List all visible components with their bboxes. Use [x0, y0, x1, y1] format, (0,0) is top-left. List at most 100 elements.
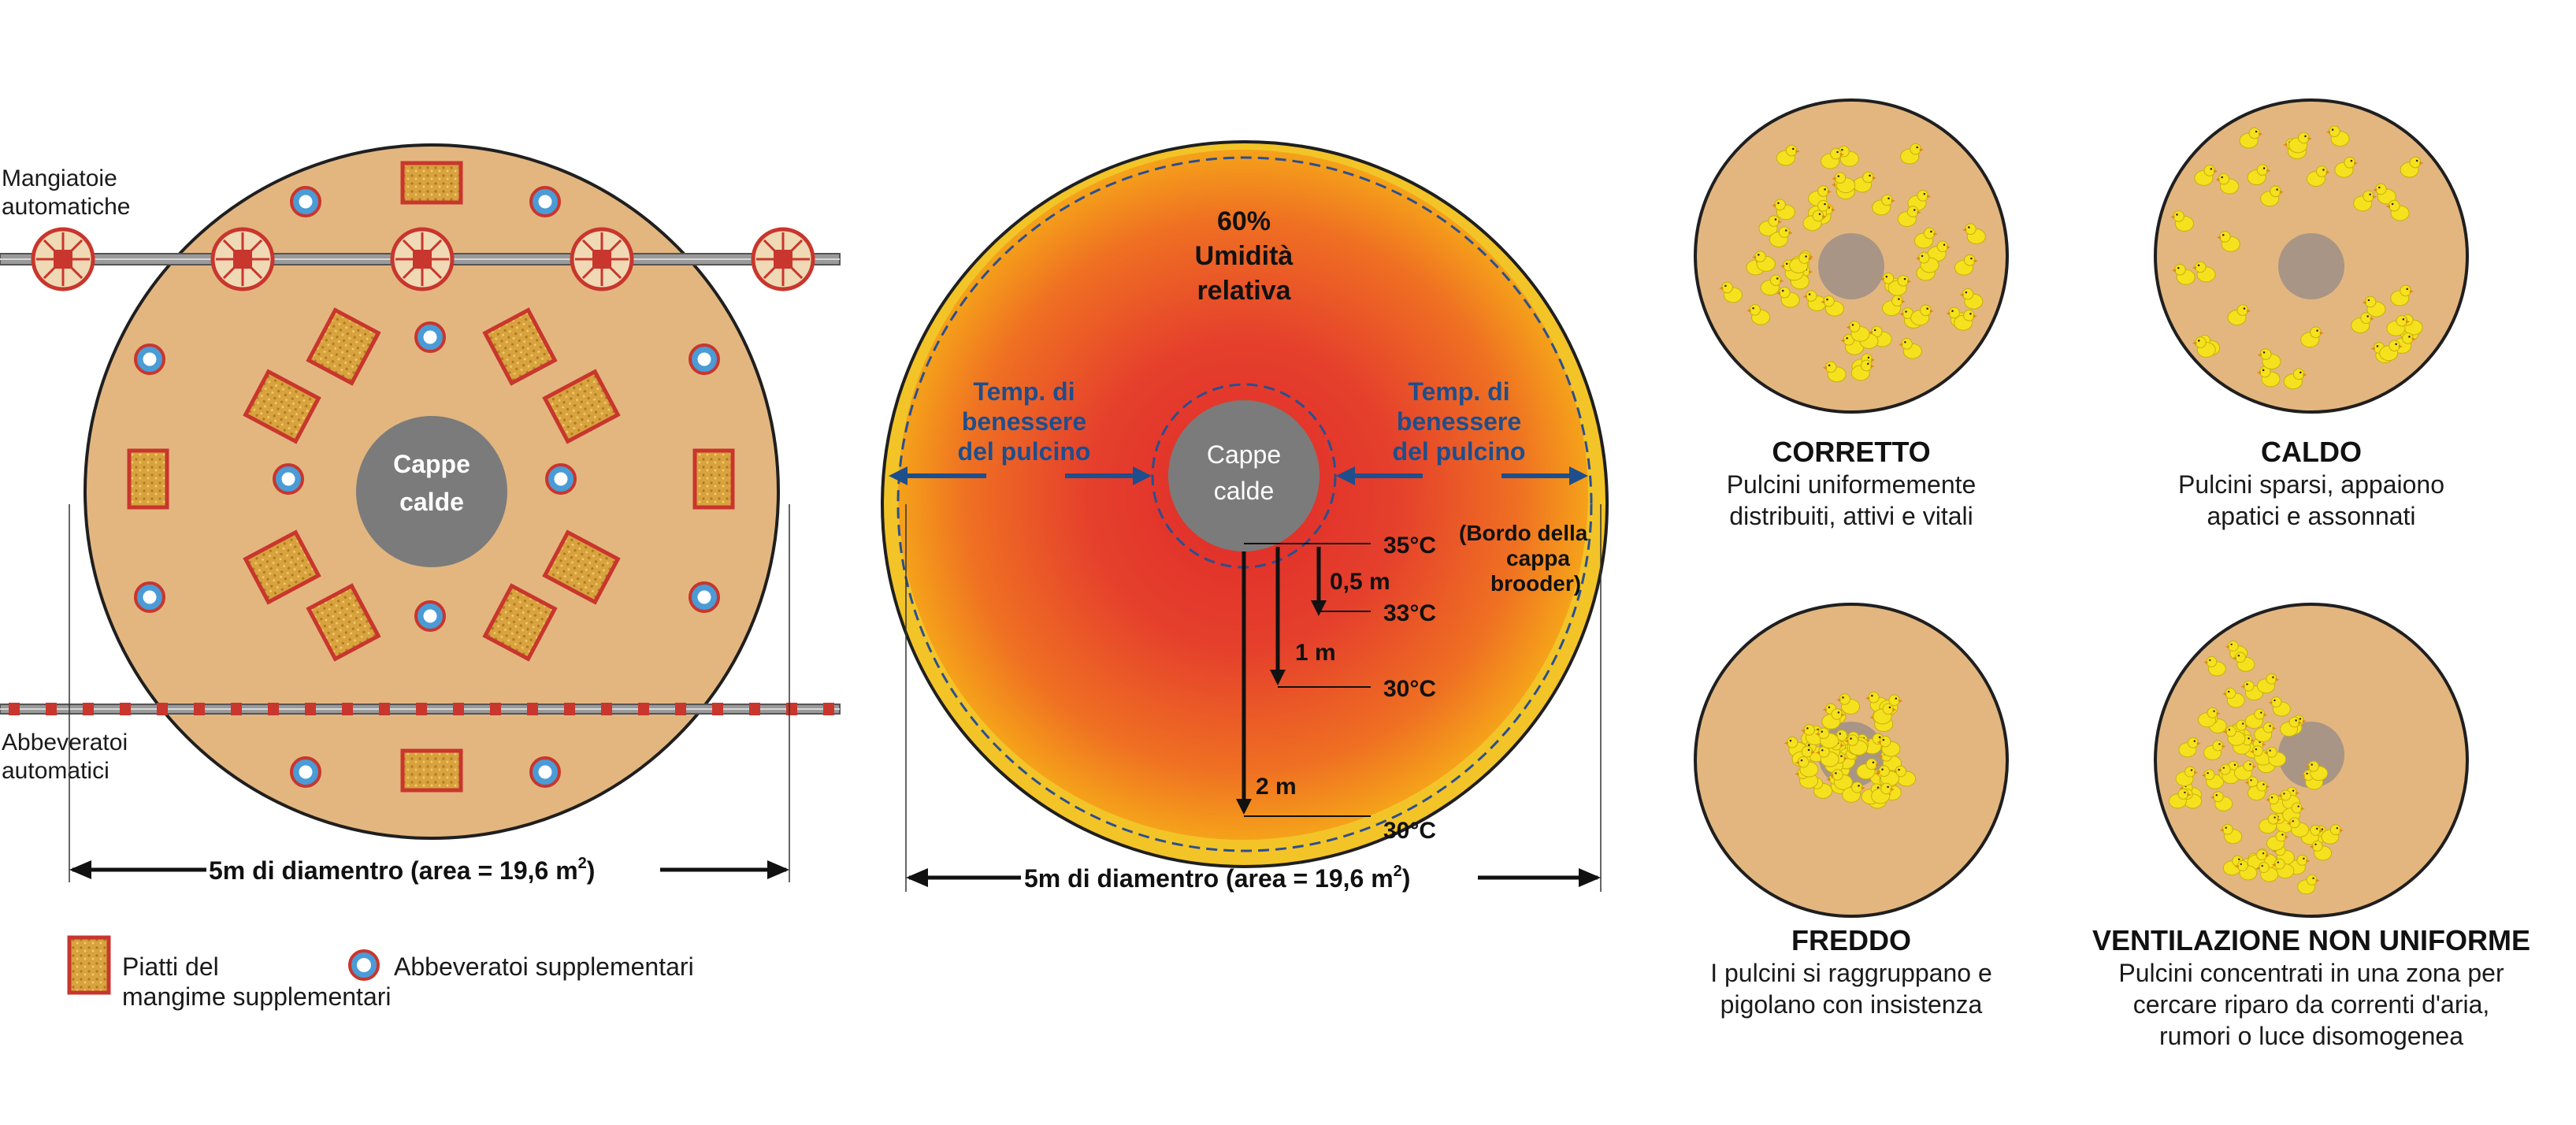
drinker-nipple [675, 703, 686, 715]
behavior-desc-correct-1: Pulcini uniformemente [1727, 470, 1977, 499]
drinker-nipple [46, 703, 57, 715]
drinker-nipple [527, 703, 538, 715]
supplementary-drinker [545, 463, 577, 495]
legend-plates-line2: mangime supplementari [122, 982, 392, 1011]
diameter-dimension-mid: 5m di diamentro (area = 19,6 m2) [905, 504, 1602, 893]
automatic-feeder [210, 227, 275, 291]
feed-plate [306, 307, 381, 386]
supplementary-drinker [290, 756, 321, 788]
feed-plate [692, 448, 735, 510]
behavior-title-cold: FREDDO [1791, 924, 1911, 956]
drinkers-label-line2: automatici [2, 758, 109, 784]
feed-plate [127, 448, 169, 510]
edge-note-line3: brooder) [1490, 571, 1581, 596]
drinkers-label-line1: Abbeveratoi [2, 730, 128, 756]
drinker-nipple [379, 703, 390, 715]
automatic-feeder [751, 227, 815, 291]
heat-hood-circle [356, 416, 507, 567]
panel-cold [1694, 603, 2009, 918]
heat-boundary-dashed [896, 156, 1593, 852]
panel-hot [2154, 98, 2469, 414]
supplementary-drinker [273, 463, 304, 495]
behavior-desc-draft-3: rumori o luce disomogenea [2159, 1022, 2463, 1050]
dist-2: 2 m [1256, 774, 1297, 800]
drinker-nipple [712, 703, 723, 715]
panel-hot-hood [2278, 233, 2344, 299]
temperature-markers [1236, 543, 1371, 817]
panel-correct-hood [1818, 233, 1884, 299]
drinker-nipple [601, 703, 612, 715]
comfort-left-line3: del pulcino [958, 437, 1091, 466]
diameter-label-left: 5m di diamentro (area = 19,6 m2) [209, 855, 595, 885]
supplementary-drinker [134, 581, 165, 613]
supplementary-drinker [414, 600, 446, 632]
behavior-panels: CORRETTO Pulcini uniformemente distribui… [1694, 98, 2530, 1050]
behavior-title-draft: VENTILAZIONE NON UNIFORME [2092, 924, 2530, 956]
heat-hood-circle-mid [1168, 400, 1320, 551]
supplementary-drinker [529, 756, 561, 788]
feed-plate [482, 583, 558, 662]
feed-plate [306, 583, 381, 662]
feed-plate [243, 369, 321, 444]
dist-05: 0,5 m [1330, 569, 1390, 595]
hood-label-mid-line1: Cappe [1207, 440, 1281, 469]
diameter-dimension-left: 5m di diamentro (area = 19,6 m2) [69, 504, 790, 885]
drinker-nipple [342, 703, 353, 715]
behavior-desc-hot-1: Pulcini sparsi, appaiono [2178, 470, 2444, 499]
feed-plate [400, 161, 463, 205]
drinker-nipple [564, 703, 575, 715]
comfort-arrows [889, 466, 1588, 485]
panel-draft-hood [2278, 722, 2344, 788]
comfort-right-line2: benessere [1397, 407, 1521, 436]
automatic-feeder [390, 227, 455, 291]
hood-label-mid-line2: calde [1214, 477, 1275, 505]
humidity-line1: 60% [1217, 206, 1271, 236]
legend-drinkers-label: Abbeveratoi supplementari [394, 952, 694, 981]
behavior-desc-hot-2: apatici e assonnati [2207, 502, 2415, 530]
temp-30b: 30°C [1383, 818, 1436, 844]
supplementary-drinker [689, 581, 720, 613]
humidity-line2: Umidità [1195, 241, 1294, 271]
drinker-nipple [9, 703, 20, 715]
behavior-desc-cold-1: I pulcini si raggruppano e [1710, 959, 1992, 987]
behavior-title-hot: CALDO [2261, 436, 2362, 468]
supplementary-drinker [290, 186, 321, 217]
drinker-nipple [453, 703, 464, 715]
drinker-nipple [749, 703, 760, 715]
drinker-nipple [231, 703, 242, 715]
comfort-left-line2: benessere [962, 407, 1086, 436]
comfort-left-line1: Temp. di [973, 377, 1075, 406]
drinker-nipple [416, 703, 427, 715]
drinker-nipple [786, 703, 797, 715]
drinker-nipple [490, 703, 501, 715]
drinker-nipple [157, 703, 168, 715]
drinker-line [0, 703, 841, 715]
drinker-nipple [83, 703, 94, 715]
supplementary-drinker [134, 343, 165, 375]
legend-plates-line1: Piatti del [122, 952, 219, 981]
supplementary-drinker [689, 343, 720, 375]
edge-note-line2: cappa [1506, 546, 1570, 570]
feed-plate [542, 529, 621, 605]
drinker-nipple [120, 703, 131, 715]
feeders-label-line2: automatiche [2, 194, 130, 220]
edge-note-line1: (Bordo della [1459, 521, 1588, 545]
heat-diagram: Cappe calde 60% Umidità relativa Temp. d… [881, 140, 1609, 893]
humidity-line3: relativa [1197, 276, 1291, 306]
supplementary-drinker [529, 186, 561, 217]
feed-plate [400, 748, 463, 793]
drinker-nipple [194, 703, 205, 715]
behavior-desc-draft-2: cercare riparo da correnti d'aria, [2133, 990, 2490, 1019]
drinker-nipple [638, 703, 649, 715]
comfort-right-line1: Temp. di [1408, 377, 1509, 406]
automatic-feeder [570, 227, 634, 291]
feeder-line [0, 227, 841, 291]
supplementary-drinker [414, 321, 446, 353]
dist-1: 1 m [1295, 640, 1336, 666]
drinker-nipple [305, 703, 316, 715]
legend: Piatti del mangime supplementari Abbever… [67, 935, 694, 1011]
hood-label-line2: calde [399, 488, 464, 516]
feed-plate [542, 369, 621, 444]
layout-diagram: Cappe calde Mangiatoie automatiche Abbev… [0, 143, 841, 885]
